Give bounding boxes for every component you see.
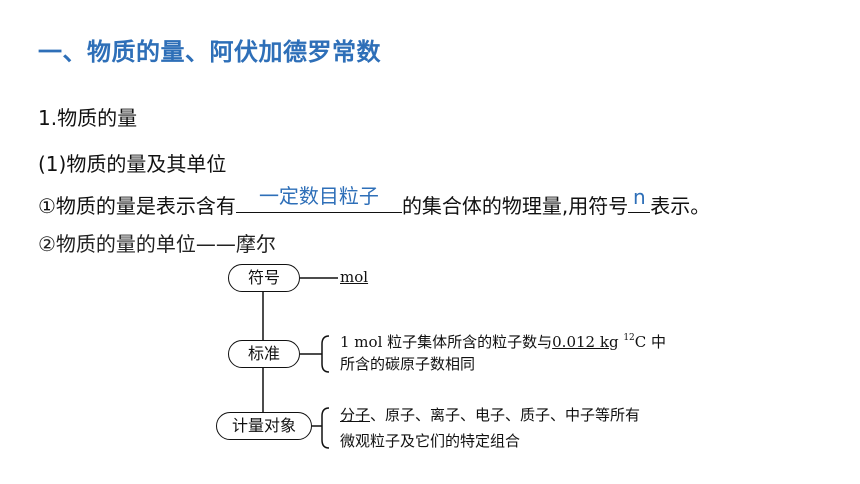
item1-suffix: 表示。 <box>650 194 711 218</box>
standard-desc-line1: 1 mol 粒子集体所含的粒子数与0.012 kg 12C 中 <box>340 326 666 354</box>
standard-desc-line2: 所含的碳原子数相同 <box>340 355 476 373</box>
blank-1: 一定数目粒子 <box>235 184 402 213</box>
blank-2: n <box>628 185 651 213</box>
node-symbol: 符号 <box>228 264 300 292</box>
node-counting-object: 计量对象 <box>216 412 312 440</box>
section-title: 一、物质的量、阿伏加德罗常数 <box>38 38 381 66</box>
item1-prefix: ①物质的量是表示含有 <box>38 194 236 218</box>
object-molecule: 分子 <box>340 406 371 424</box>
subheading-amount-and-unit: (1)物质的量及其单位 <box>38 152 227 176</box>
carbon-mass-number: 12 <box>623 333 635 343</box>
object-desc-line1: 分子、原子、离子、电子、质子、中子等所有 <box>340 403 640 427</box>
object-desc-line2: 微观粒子及它们的特定组合 <box>340 432 521 450</box>
symbol-mol: mol <box>340 268 369 286</box>
object-list: 、原子、离子、电子、质子、中子等所有 <box>370 406 641 424</box>
item1-middle: 的集合体的物理量,用符号 <box>401 194 629 218</box>
blank-2-answer: n <box>632 185 646 209</box>
brace-object <box>321 407 330 449</box>
standard-mass: 0.012 kg <box>552 333 619 351</box>
standard-text: 1 mol 粒子集体所含的粒子数与 <box>340 333 553 351</box>
blank-1-answer: 一定数目粒子 <box>258 184 379 208</box>
brace-standard <box>321 335 330 373</box>
item2-heading: ②物质的量的单位——摩尔 <box>38 232 276 256</box>
carbon-symbol: C 中 <box>634 333 667 351</box>
node-standard: 标准 <box>228 340 300 368</box>
symbol-desc: mol <box>340 265 368 289</box>
heading-substance-amount: 1.物质的量 <box>38 106 138 130</box>
